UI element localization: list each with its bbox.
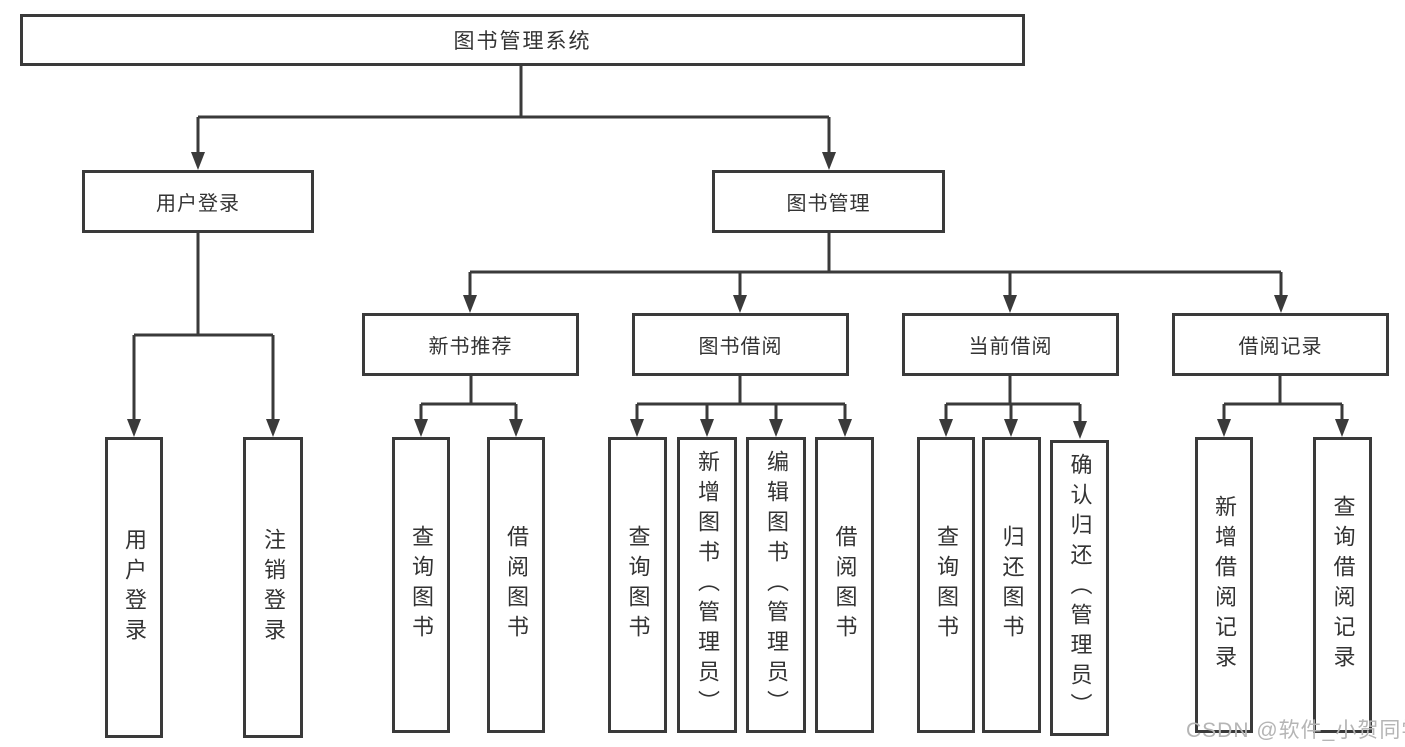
node-book-borrow: 图书借阅: [632, 313, 849, 376]
node-root-system: 图书管理系统: [20, 14, 1025, 66]
leaf-confirm-return-admin-label: 确认归还（管理员）: [1067, 453, 1093, 723]
connector-book-management: [463, 233, 1288, 313]
node-book-borrow-label: 图书借阅: [698, 336, 783, 358]
leaf-recommend-borrow-book-label: 借阅图书: [504, 525, 529, 645]
leaf-current-query-book: 查询图书: [917, 437, 975, 733]
leaf-add-book-admin: 新增图书（管理员）: [677, 437, 737, 733]
leaf-return-book-label: 归还图书: [999, 525, 1025, 645]
connector-book-borrow: [630, 376, 852, 437]
node-root-label: 图书管理系统: [453, 30, 592, 53]
leaf-current-query-book-label: 查询图书: [934, 525, 959, 645]
leaf-user-login: 用户登录: [105, 437, 163, 738]
node-borrow-records: 借阅记录: [1172, 313, 1389, 376]
leaf-borrow-book-label: 借阅图书: [832, 525, 858, 645]
node-current-borrow-label: 当前借阅: [968, 336, 1053, 358]
leaf-borrow-book: 借阅图书: [815, 437, 874, 733]
node-borrow-records-label: 借阅记录: [1238, 336, 1323, 358]
leaf-logout-label: 注销登录: [261, 527, 286, 648]
leaf-return-book: 归还图书: [982, 437, 1041, 733]
leaf-add-borrow-record: 新增借阅记录: [1195, 437, 1253, 733]
leaf-add-book-admin-label: 新增图书（管理员）: [695, 450, 720, 720]
node-user-login-label: 用户登录: [156, 193, 240, 215]
connector-new-book-recommend: [414, 376, 523, 437]
node-user-login: 用户登录: [82, 170, 314, 233]
leaf-query-borrow-record-label: 查询借阅记录: [1330, 495, 1356, 675]
leaf-add-borrow-record-label: 新增借阅记录: [1212, 495, 1237, 675]
leaf-recommend-query-book: 查询图书: [392, 437, 450, 733]
leaf-borrow-query-book: 查询图书: [608, 437, 667, 733]
connector-current-borrow: [939, 376, 1087, 439]
leaf-query-borrow-record: 查询借阅记录: [1313, 437, 1372, 733]
csdn-watermark: CSDN @软件_小贺同学: [1186, 719, 1405, 742]
leaf-recommend-query-book-label: 查询图书: [409, 525, 434, 645]
leaf-edit-book-admin-label: 编辑图书（管理员）: [764, 450, 789, 720]
leaf-borrow-query-book-label: 查询图书: [625, 525, 651, 645]
leaf-logout: 注销登录: [243, 437, 303, 738]
leaf-edit-book-admin: 编辑图书（管理员）: [746, 437, 806, 733]
connector-borrow-records: [1217, 376, 1349, 437]
node-book-management-label: 图书管理: [786, 193, 871, 215]
leaf-recommend-borrow-book: 借阅图书: [487, 437, 545, 733]
leaf-confirm-return-admin: 确认归还（管理员）: [1050, 440, 1109, 736]
connector-user-login: [127, 233, 280, 437]
leaf-user-login-label: 用户登录: [122, 527, 147, 648]
connector-root: [191, 66, 836, 170]
node-new-book-recommend: 新书推荐: [362, 313, 579, 376]
node-new-book-recommend-label: 新书推荐: [428, 336, 513, 358]
node-current-borrow: 当前借阅: [902, 313, 1119, 376]
node-book-management: 图书管理: [712, 170, 945, 233]
